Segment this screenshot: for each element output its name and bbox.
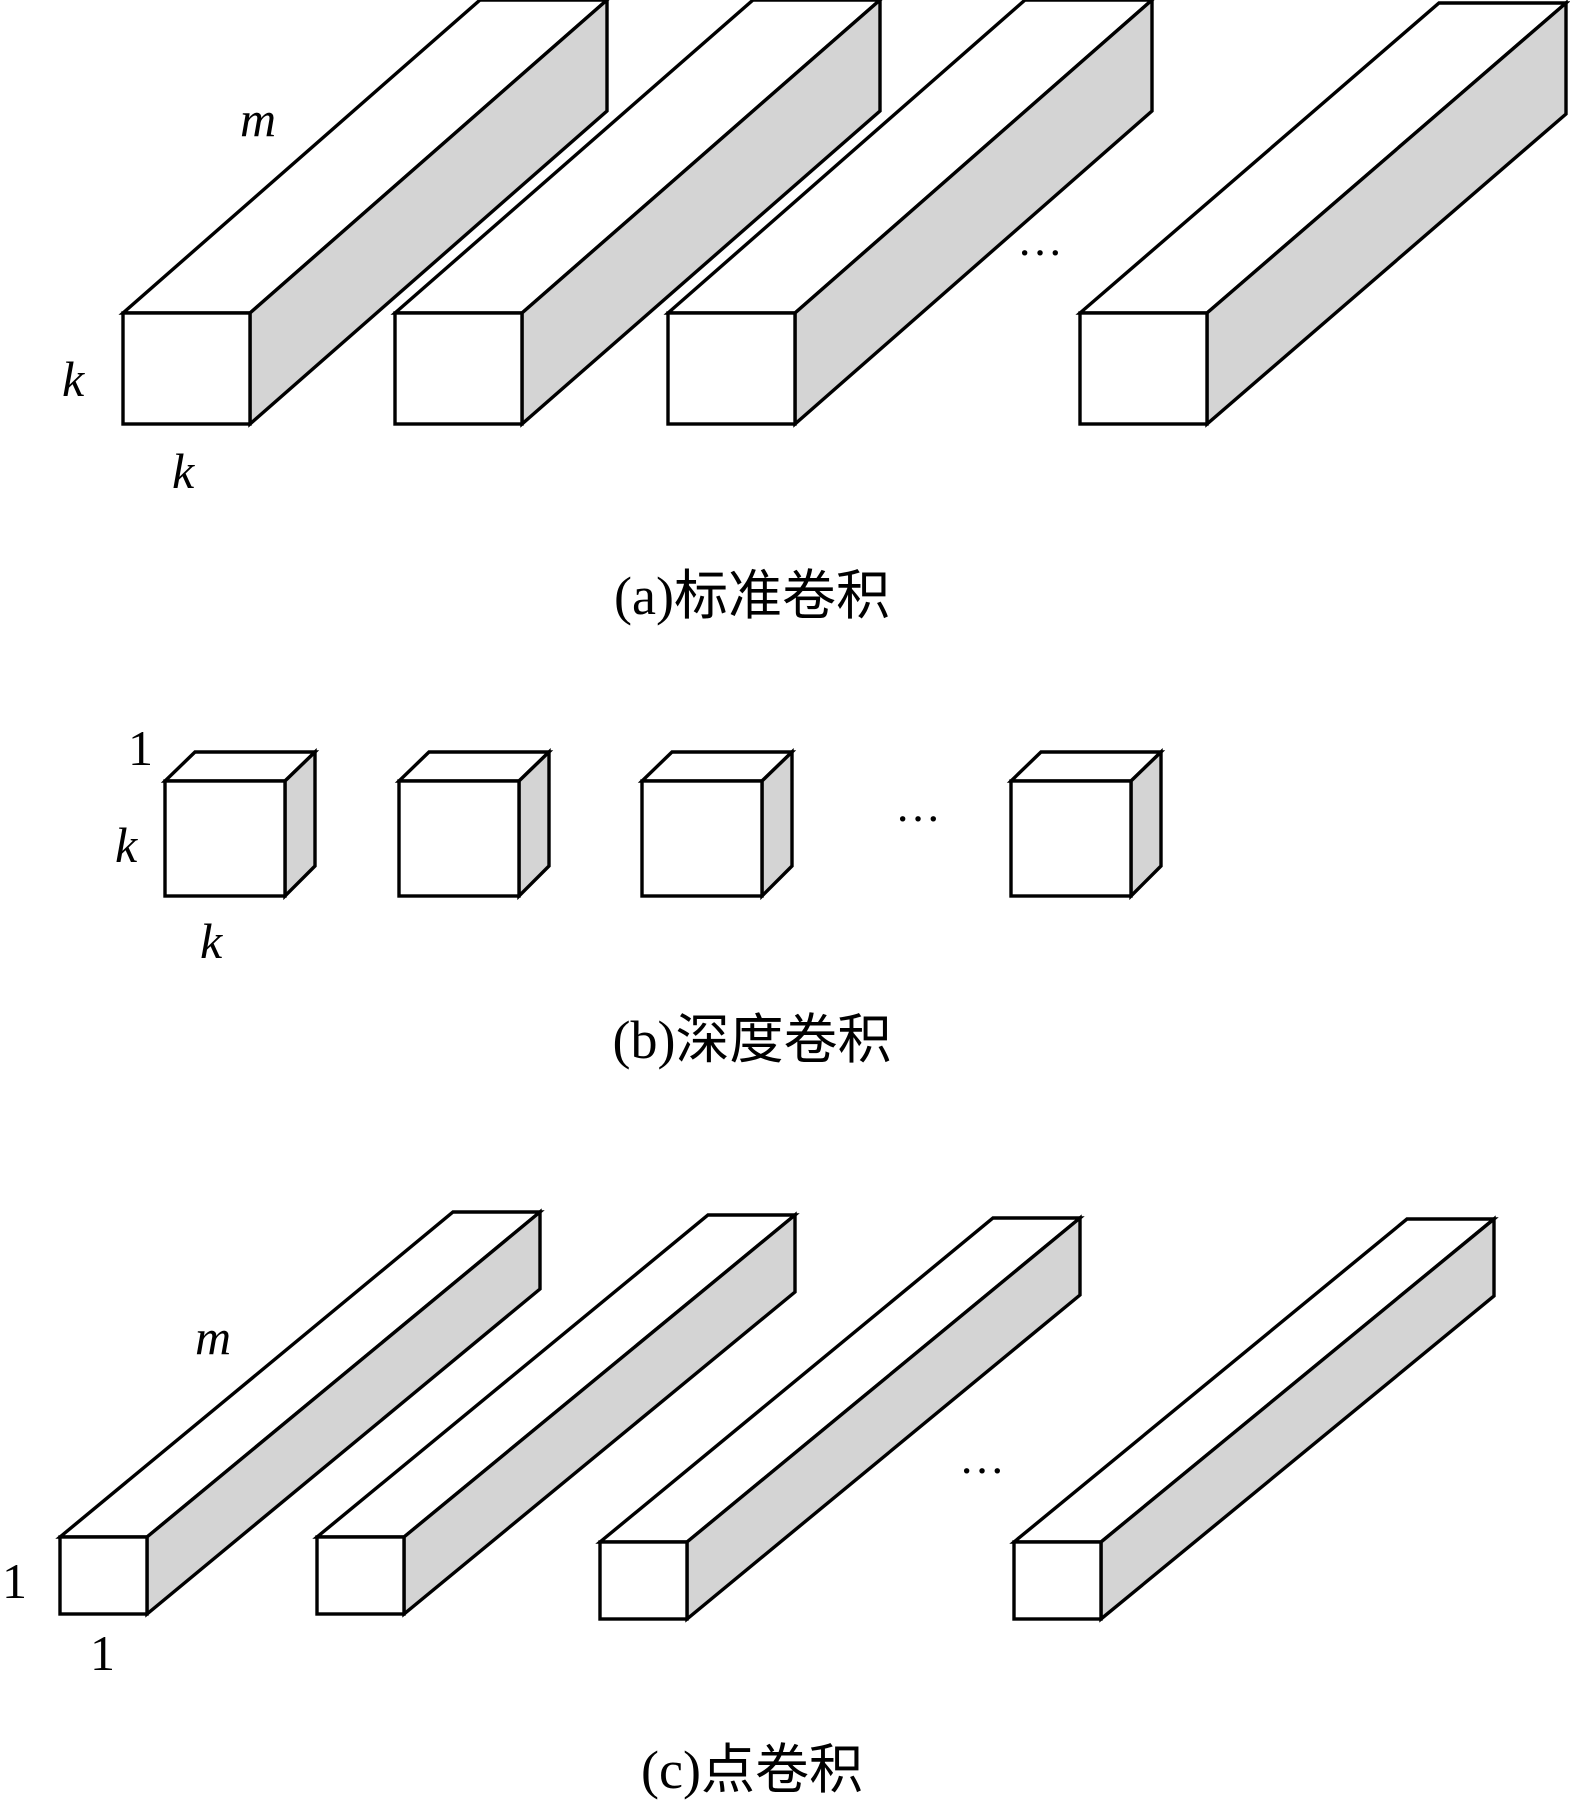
kernel-block [160, 747, 320, 901]
panel-pointwise-convolution: m 1 1 ··· (c)点卷积 [2, 1208, 1499, 1800]
caption-pointwise-convolution: (c)点卷积 [641, 1740, 863, 1800]
kernel-block [312, 1211, 800, 1618]
width-label: k [172, 443, 195, 499]
ellipsis: ··· [959, 1445, 1005, 1496]
depth-label: m [195, 1309, 231, 1365]
kernel-block [637, 747, 797, 901]
depth-label: m [240, 91, 276, 147]
kernel-block [118, 0, 610, 428]
kernel-block [663, 0, 1155, 428]
kernel-block [1006, 747, 1166, 901]
ellipsis: ··· [895, 793, 941, 844]
height-label: k [115, 817, 138, 873]
kernel-block [394, 747, 554, 901]
width-label: 1 [90, 1625, 115, 1681]
height-label: k [62, 351, 85, 407]
height-label: 1 [2, 1553, 27, 1609]
kernel-block [595, 1214, 1085, 1623]
ellipsis: ··· [1017, 227, 1063, 278]
caption-standard-convolution: (a)标准卷积 [614, 566, 890, 626]
width-label: k [200, 913, 223, 969]
panel-standard-convolution: m k k ··· (a)标准卷积 [62, 0, 1570, 626]
panel-depthwise-convolution: 1 k k ··· (b)深度卷积 [115, 720, 1166, 1070]
caption-depthwise-convolution: (b)深度卷积 [613, 1010, 892, 1070]
depth-label: 1 [128, 720, 153, 776]
kernel-block [55, 1208, 545, 1618]
kernel-block [390, 0, 883, 428]
kernel-block [1009, 1215, 1499, 1623]
kernel-block [1075, 0, 1570, 428]
